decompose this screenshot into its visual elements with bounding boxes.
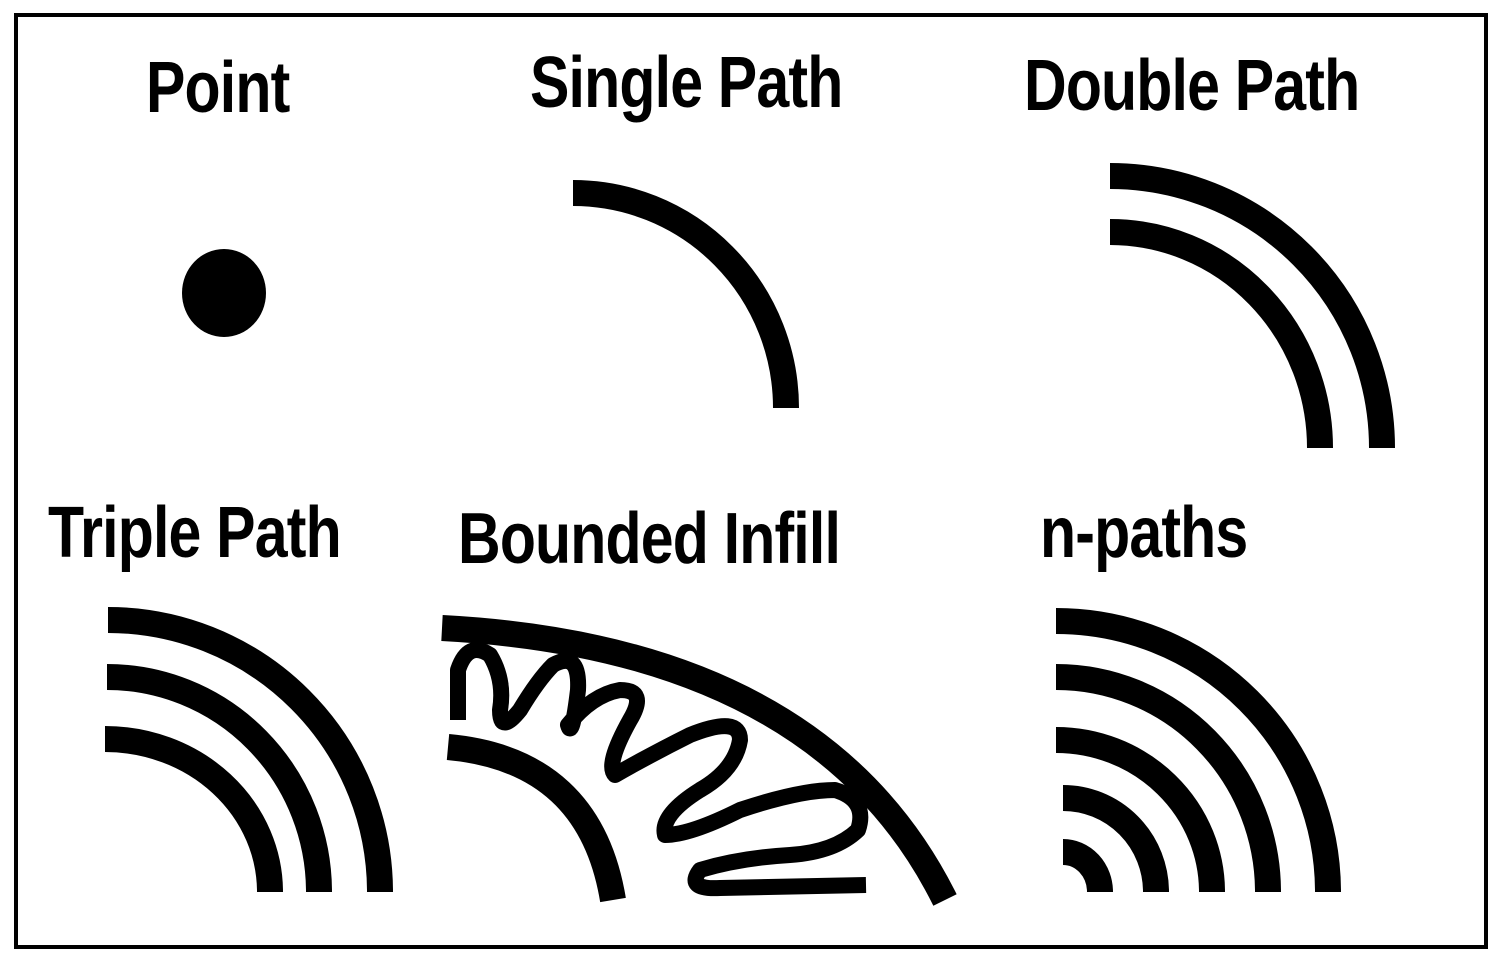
bounded-inner-boundary bbox=[446, 734, 626, 903]
label-single-path: Single Path bbox=[530, 43, 843, 123]
triple-path-inner-arc bbox=[104, 726, 283, 893]
single-path-arc bbox=[572, 180, 799, 409]
point-dot bbox=[182, 249, 266, 337]
triple-path-outer-arc bbox=[107, 607, 393, 893]
label-double-path: Double Path bbox=[1024, 46, 1360, 126]
label-n-paths: n-paths bbox=[1040, 493, 1248, 573]
n-paths-arc-1 bbox=[1055, 608, 1341, 893]
triple-path-middle-arc bbox=[106, 664, 332, 893]
bounded-infill-zigzag bbox=[450, 642, 869, 897]
label-triple-path: Triple Path bbox=[48, 493, 342, 573]
diagram-frame bbox=[14, 13, 1488, 949]
label-point: Point bbox=[146, 48, 290, 128]
bounded-outer-boundary bbox=[441, 615, 957, 906]
n-paths-arc-2 bbox=[1055, 664, 1281, 893]
double-path-outer-arc bbox=[1109, 163, 1395, 449]
n-paths-arc-3 bbox=[1055, 727, 1225, 893]
double-path-inner-arc bbox=[1109, 219, 1333, 449]
label-bounded-infill: Bounded Infill bbox=[458, 499, 841, 579]
n-paths-arc-4 bbox=[1062, 785, 1169, 893]
n-paths-arc-5 bbox=[1062, 839, 1113, 893]
